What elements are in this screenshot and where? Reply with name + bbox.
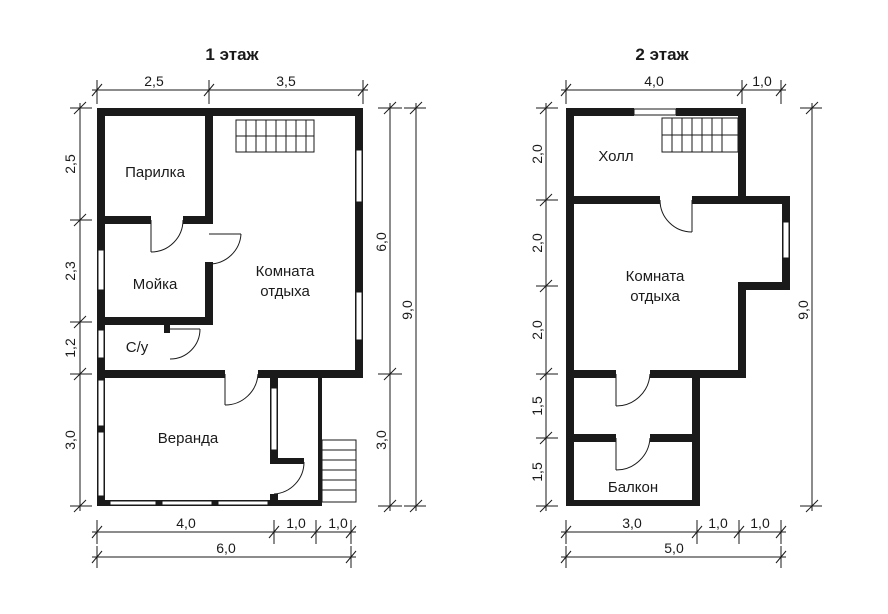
floor-2-dimensions: 4,0 1,0 2,0 2,0 2,0 1,5 1,5 9, <box>529 73 822 568</box>
floor-1-doors <box>150 219 305 495</box>
floor-1-windows <box>97 149 363 506</box>
dim-f1-right-inner-2: 3,0 <box>373 430 389 450</box>
dim-f2-top-2: 1,0 <box>752 73 772 89</box>
dim-f2-bottom-2: 1,0 <box>708 515 728 531</box>
dim-f1-left-4: 3,0 <box>62 430 78 450</box>
dim-f1-bottom-3: 1,0 <box>328 515 348 531</box>
floor-1-stairs <box>235 119 357 503</box>
room-label-balkon: Балкон <box>608 479 658 496</box>
floor-2-plan: 2 этаж <box>529 45 822 568</box>
dim-f2-bottom-1: 3,0 <box>622 515 642 531</box>
dim-f1-right-inner-1: 6,0 <box>373 232 389 252</box>
room-label-komnata2-line2: отдыха <box>630 288 680 305</box>
dim-f1-left-1: 2,5 <box>62 154 78 174</box>
dim-f1-left-3: 1,2 <box>62 338 78 358</box>
dim-f1-top-2: 3,5 <box>276 73 296 89</box>
dim-f2-left-5: 1,5 <box>529 462 545 482</box>
dim-f2-bottom-3: 1,0 <box>750 515 770 531</box>
dim-f1-right-total: 9,0 <box>399 300 415 320</box>
dim-f2-left-3: 2,0 <box>529 320 545 340</box>
floor-1-plan: 1 этаж <box>62 45 426 568</box>
room-label-moyka: Мойка <box>133 276 178 293</box>
dim-f2-left-2: 2,0 <box>529 233 545 253</box>
room-label-su: С/у <box>126 339 149 356</box>
dim-f1-bottom-2: 1,0 <box>286 515 306 531</box>
dim-f1-top-1: 2,5 <box>144 73 164 89</box>
room-label-holl: Холл <box>598 148 633 165</box>
dim-f1-bottom-total: 6,0 <box>216 540 236 556</box>
floor-1-title: 1 этаж <box>205 45 259 64</box>
floor-2-doors <box>615 199 693 471</box>
dim-f2-right-total: 9,0 <box>795 300 811 320</box>
room-label-komnata2-line1: Комната <box>626 268 685 285</box>
dim-f2-left-4: 1,5 <box>529 396 545 416</box>
floor-2-title: 2 этаж <box>635 45 689 64</box>
floor-2-stairs <box>661 117 739 153</box>
dim-f2-left-1: 2,0 <box>529 144 545 164</box>
floor-1-dimensions: 2,5 3,5 2,5 2,3 1,2 3,0 6,0 3, <box>62 73 426 568</box>
floor-2-windows <box>633 108 790 259</box>
room-label-veranda: Веранда <box>158 430 219 447</box>
dim-f2-top-1: 4,0 <box>644 73 664 89</box>
room-label-parilka: Парилка <box>125 164 185 181</box>
dim-f2-bottom-total: 5,0 <box>664 540 684 556</box>
dim-f1-left-2: 2,3 <box>62 261 78 281</box>
floor-2-walls <box>566 108 790 506</box>
room-label-komnata-line1: Комната <box>256 263 315 280</box>
dim-f1-bottom-1: 4,0 <box>176 515 196 531</box>
room-label-komnata-line2: отдыха <box>260 283 310 300</box>
